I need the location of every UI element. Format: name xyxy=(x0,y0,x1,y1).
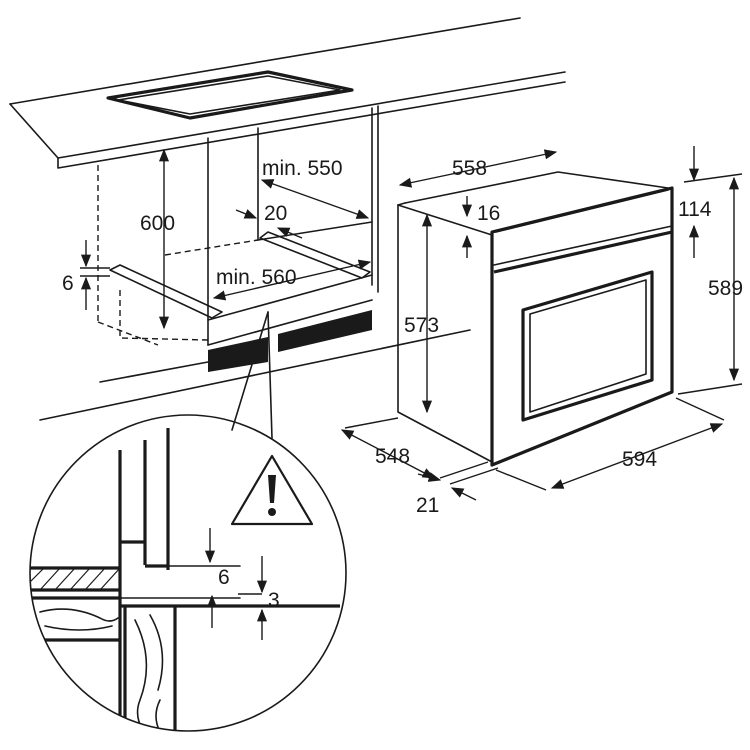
shelf-thickness-dimension: 6 xyxy=(62,240,110,310)
cabinet-height-label: 600 xyxy=(140,212,175,235)
oven-top-offset-label: 16 xyxy=(477,202,500,225)
cabinet-niche xyxy=(97,105,379,372)
cabinet-depth-dimension: min. 550 xyxy=(260,157,370,219)
oven-depth-label: 548 xyxy=(375,445,410,468)
oven-body-height-dimension: 573 xyxy=(404,213,439,414)
oven-front-top-label: 114 xyxy=(678,198,712,221)
detail-gap-top-dimension: 6 xyxy=(204,528,230,589)
cabinet-depth-label: min. 550 xyxy=(262,157,343,180)
oven-depth-dimension: 548 xyxy=(340,417,436,479)
oven-total-height-dimension: 589 xyxy=(677,173,743,395)
oven-top-width-label: 558 xyxy=(452,157,487,180)
detail-gap-bottom-dimension: 3 xyxy=(206,556,280,640)
cabinet-height-dimension: 600 xyxy=(140,148,175,330)
hob xyxy=(106,70,354,120)
oven-front-width-dimension: 594 xyxy=(495,397,725,491)
cabinet-width-dimension: min. 560 xyxy=(212,259,372,301)
detail-circle xyxy=(29,414,347,732)
oven-front-top-dimension: 114 xyxy=(678,146,712,258)
door-thickness-label: 21 xyxy=(416,494,439,517)
cabinet-gap-label: 20 xyxy=(264,202,287,225)
oven-top-width-dimension: 558 xyxy=(398,149,558,188)
countertop xyxy=(9,17,566,169)
oven-total-height-label: 589 xyxy=(708,277,743,300)
cabinet-gap-dimension: 20 xyxy=(235,202,303,239)
detail-view: 6 3 xyxy=(29,414,347,732)
oven xyxy=(397,171,674,467)
oven-body-height-label: 573 xyxy=(404,314,439,337)
oven-top-offset-dimension: 16 xyxy=(461,196,500,258)
shelf-thickness-label: 6 xyxy=(62,272,74,295)
warning-icon xyxy=(230,454,314,526)
detail-callout-leader xyxy=(231,311,273,439)
cabinet-width-label: min. 560 xyxy=(216,266,297,289)
oven-front-width-label: 594 xyxy=(622,448,657,471)
detail-gap-bottom-label: 3 xyxy=(268,589,280,612)
detail-gap-top-label: 6 xyxy=(218,566,230,589)
door-thickness-dimension: 21 xyxy=(416,461,499,517)
